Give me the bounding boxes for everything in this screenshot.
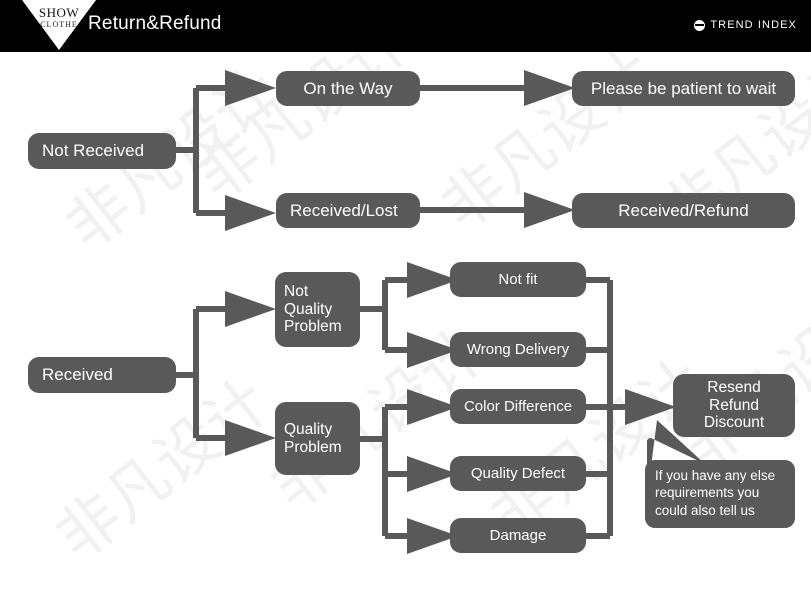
node-on-the-way[interactable]: On the Way	[276, 71, 420, 106]
callout-bubble[interactable]: If you have any else requirements you co…	[645, 460, 795, 528]
node-label: Damage	[489, 526, 547, 544]
page-title: Return&Refund	[88, 13, 222, 34]
callout-tail-icon	[647, 420, 705, 467]
node-please-be-patient-to-wait[interactable]: Please be patient to wait	[572, 71, 795, 106]
node-label: Please be patient to wait	[590, 78, 777, 98]
node-quality-problem[interactable]: Quality Problem	[275, 402, 360, 475]
callout-line-1: If you have any else	[655, 468, 776, 483]
node-label: Received/Lost	[290, 200, 398, 220]
node-received-lost[interactable]: Received/Lost	[276, 193, 420, 228]
page-header: SHOW CLOTHE Return&Refund TREND INDEX	[0, 0, 811, 52]
node-color-difference[interactable]: Color Difference	[450, 389, 586, 424]
node-label: Not fit	[498, 270, 538, 288]
brand-name: TREND INDEX	[710, 19, 797, 31]
node-damage[interactable]: Damage	[450, 518, 586, 553]
callout-line-2: requirements you	[655, 485, 760, 501]
node-not-fit[interactable]: Not fit	[450, 262, 586, 297]
node-label: Received/Refund	[618, 200, 749, 220]
node-label: Not Received	[42, 141, 145, 161]
node-received-refund[interactable]: Received/Refund	[572, 193, 795, 228]
brand-mark: TREND INDEX	[694, 19, 797, 31]
node-label: Resend Refund Discount	[703, 379, 765, 432]
node-resend-refund-discount[interactable]: Resend Refund Discount	[673, 374, 795, 437]
node-quality-defect[interactable]: Quality Defect	[450, 456, 586, 491]
node-not-quality-problem[interactable]: Not Quality Problem	[275, 272, 360, 347]
logo-secondary-text: CLOTHE	[40, 20, 78, 29]
flow-canvas: Not Received On the Way Received/Lost Pl…	[0, 52, 811, 605]
node-label: Quality Problem	[284, 420, 342, 456]
logo-primary-text: SHOW	[38, 5, 80, 20]
node-label: Received	[42, 365, 113, 385]
globe-icon	[694, 19, 706, 31]
node-not-received[interactable]: Not Received	[28, 133, 176, 169]
node-label: Quality Defect	[470, 464, 566, 482]
show-clothe-logo: SHOW CLOTHE	[22, 0, 96, 52]
node-received[interactable]: Received	[28, 357, 176, 393]
node-label: Wrong Delivery	[466, 340, 570, 358]
callout-line-3: could also tell us	[655, 502, 755, 518]
node-label: Color Difference	[463, 397, 573, 415]
node-label: On the Way	[303, 78, 393, 98]
node-label: Not Quality Problem	[284, 283, 342, 336]
node-wrong-delivery[interactable]: Wrong Delivery	[450, 332, 586, 367]
logo-triangle-icon	[22, 0, 96, 50]
connector-layer	[176, 70, 676, 554]
